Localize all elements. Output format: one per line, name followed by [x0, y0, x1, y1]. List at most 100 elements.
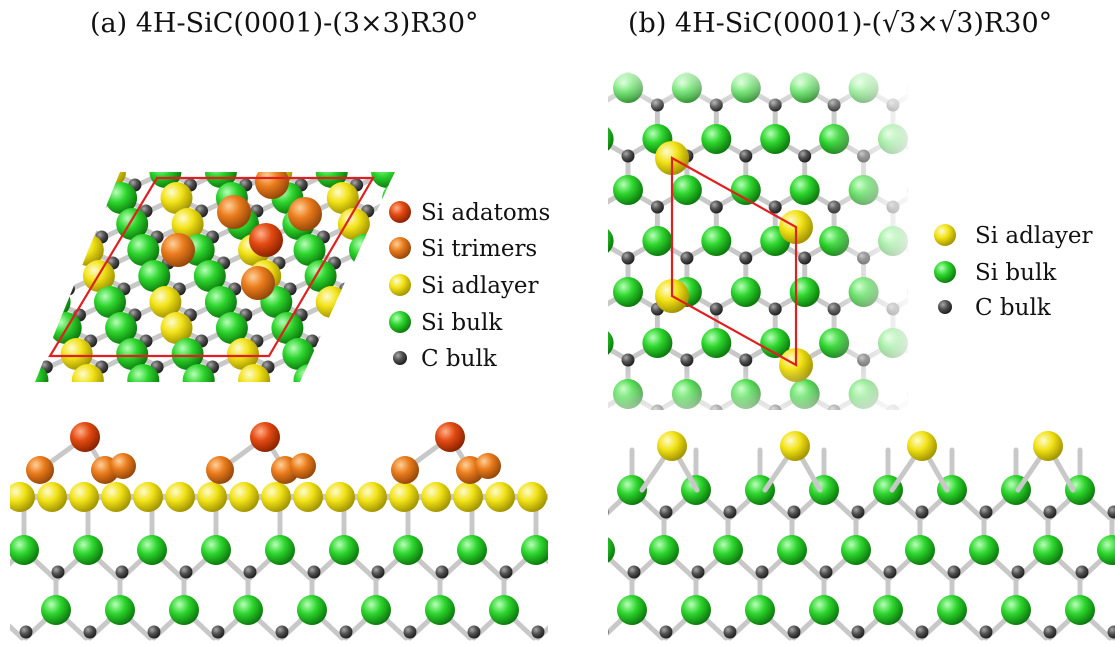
bond — [1070, 445, 1099, 462]
si-bulk-atom — [809, 595, 839, 625]
bond — [608, 554, 633, 581]
c-atom — [35, 334, 42, 348]
bond — [922, 88, 952, 105]
bond — [716, 37, 746, 54]
bond — [834, 37, 864, 54]
bond — [540, 241, 569, 258]
si-bulk-atom — [1001, 595, 1031, 625]
c-atom — [594, 231, 607, 244]
si-adlayer-atom — [907, 431, 937, 461]
si-bulk-atom — [282, 338, 315, 370]
si-adlayer-atom — [337, 208, 370, 240]
bond — [576, 354, 604, 367]
legend-swatch-si-bulk-a — [389, 311, 411, 333]
si-adlayer-atom — [453, 482, 483, 512]
c-atom — [819, 565, 833, 579]
si-bulk-atom — [701, 430, 731, 460]
legend-item-si-adatoms: Si adatoms — [389, 200, 550, 226]
c-atom — [975, 354, 988, 367]
c-atom — [1063, 99, 1076, 112]
bond — [312, 325, 346, 344]
c-atom — [1093, 48, 1106, 61]
si-bulk-atom — [560, 208, 592, 240]
si-trimer-atom — [110, 453, 136, 479]
c-atom — [0, 566, 1, 579]
si-adlayer-atom — [357, 482, 387, 512]
si-bulk-atom — [1025, 379, 1055, 409]
bond — [981, 139, 1011, 156]
bond — [893, 37, 922, 54]
si-bulk-atom — [584, 634, 614, 645]
c-atom — [533, 609, 546, 622]
si-bulk-atom — [425, 595, 455, 625]
c-atom — [516, 179, 529, 192]
si-bulk-atom — [204, 286, 237, 318]
c-atom — [1093, 456, 1106, 469]
si-bulk-atom — [701, 22, 731, 52]
c-atom — [975, 150, 988, 163]
c-atom — [7, 283, 20, 296]
bond — [922, 37, 952, 54]
bond — [362, 247, 395, 266]
bond — [834, 445, 864, 462]
c-atom — [115, 565, 129, 579]
bond — [540, 343, 569, 360]
bond — [1011, 139, 1040, 156]
legend-swatch-c-bulk-b — [938, 300, 952, 314]
si-bulk-atom — [819, 634, 849, 645]
bond — [35, 273, 46, 292]
c-atom — [594, 361, 607, 374]
si-bulk-atom — [105, 182, 138, 214]
bond — [599, 445, 628, 462]
bond — [540, 394, 569, 411]
c-atom — [328, 387, 341, 400]
bond — [1099, 139, 1115, 156]
bond — [864, 37, 893, 54]
si-bulk-atom — [649, 535, 679, 565]
bond — [922, 343, 952, 360]
si-trimer-atom — [26, 456, 54, 484]
bond — [569, 139, 599, 156]
si-bulk-atom — [1055, 124, 1085, 154]
si-bulk-atom — [1033, 535, 1063, 565]
legend-label-si-adatoms: Si adatoms — [421, 200, 550, 226]
si-adlayer-atom — [560, 338, 592, 370]
bond — [559, 250, 587, 263]
bond — [687, 445, 716, 462]
si-bulk-atom — [482, 156, 514, 188]
bond — [323, 351, 357, 370]
bond — [657, 37, 687, 54]
c-atom — [1107, 625, 1115, 639]
si-bulk-atom — [996, 328, 1026, 358]
si-bulk-atom — [41, 595, 71, 625]
c-atom — [563, 252, 576, 265]
si-adlayer-atom — [229, 482, 259, 512]
si-bulk-atom — [329, 535, 359, 565]
legend-item-si-bulk-b: Si bulk — [934, 260, 1057, 286]
si-bulk-atom — [215, 312, 248, 344]
bond — [981, 394, 1011, 411]
si-bulk-atom — [878, 22, 908, 52]
si-adlayer-atom — [37, 482, 67, 512]
si-trimer-atom — [391, 456, 419, 484]
bond — [1070, 88, 1099, 105]
bond — [569, 394, 599, 411]
si-trimer-atom — [475, 453, 501, 479]
c-atom — [710, 609, 723, 622]
bond — [559, 380, 587, 393]
c-atom — [828, 507, 841, 520]
si-trimer-atom — [241, 266, 275, 300]
si-adlayer-atom — [571, 234, 603, 266]
bond — [568, 610, 598, 638]
si-bulk-atom — [360, 260, 392, 292]
bond — [1011, 88, 1040, 105]
si-bulk-atom — [584, 22, 614, 52]
si-bulk-atom — [94, 286, 126, 318]
si-bulk-atom — [1084, 277, 1114, 307]
c-atom — [1063, 201, 1076, 214]
bond — [581, 172, 609, 185]
c-atom — [539, 361, 552, 374]
bond — [509, 328, 537, 341]
bond — [420, 380, 448, 393]
panel-b-legend: Si adlayer Si bulk C bulk — [934, 223, 1093, 321]
